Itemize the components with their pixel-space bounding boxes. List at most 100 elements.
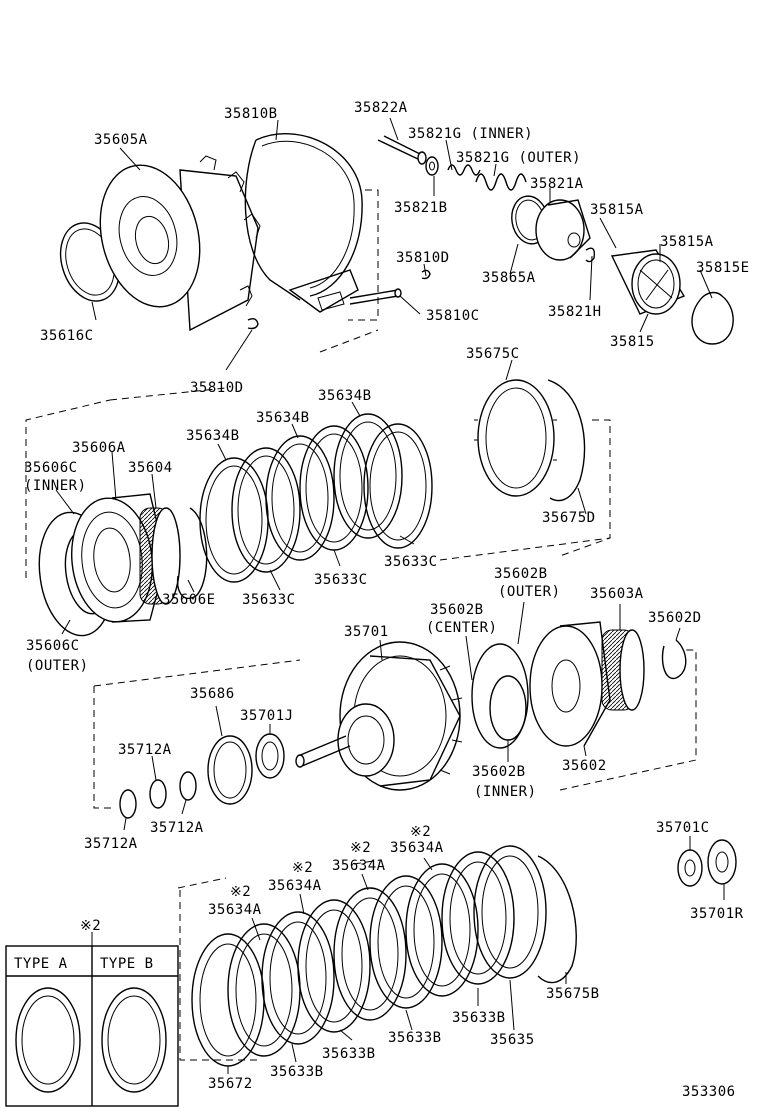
label-35712A-3: 35712A: [84, 836, 138, 852]
part-35701-shaft: [295, 735, 351, 768]
label-35603A: 35603A: [590, 586, 644, 602]
leader-lines-second: [55, 359, 587, 635]
label-35602B-inner: 35602B: [472, 764, 526, 780]
label-35810D-1: 35810D: [396, 250, 450, 266]
label-35634A-2: 35634A: [268, 878, 322, 894]
part-35712A-seal-ring-1: [179, 771, 197, 801]
group-outline-third: [93, 649, 697, 809]
part-35821G-springs: [447, 164, 527, 191]
label-35675D: 35675D: [542, 510, 596, 526]
part-35815-cover: [610, 249, 686, 315]
part-35675B-snap-ring: [537, 855, 577, 984]
part-35604-spring-retainer: [139, 507, 181, 605]
label-35701C: 35701C: [656, 820, 710, 836]
label-35865A: 35865A: [482, 270, 536, 286]
label-35821G-outer: 35821G (OUTER): [456, 150, 581, 166]
label-35815A-2: 35815A: [660, 234, 714, 250]
part-35602B-seals: [471, 643, 529, 749]
label-35675C: 35675C: [466, 346, 520, 362]
type-box: [5, 932, 179, 1107]
label-35602B-outer-sub: (OUTER): [498, 584, 561, 600]
part-35701J-bearing: [255, 733, 285, 779]
label-35633C-2: 35633C: [314, 572, 368, 588]
label-35633B-4: 35633B: [452, 1010, 506, 1026]
figure-id: 353306: [682, 1084, 736, 1100]
label-35634B-1: 35634B: [186, 428, 240, 444]
type-b-plate: [101, 987, 167, 1093]
label-35810B: 35810B: [224, 106, 278, 122]
part-35603A-spring-retainer: [601, 629, 645, 711]
label-35635: 35635: [490, 1032, 535, 1048]
part-35821A-piston: [535, 199, 591, 261]
part-35701R-race: [707, 839, 737, 885]
label-35634B-3: 35634B: [318, 388, 372, 404]
label-35821H: 35821H: [548, 304, 602, 320]
part-35712A-seal-ring-2: [149, 779, 167, 809]
part-35686-thrust-washer: [207, 735, 253, 805]
part-labels: 35605A 35810B 35822A 35821G (INNER) 3582…: [14, 100, 750, 1100]
leader-lines-third: [123, 601, 681, 831]
group-outline-top: [348, 189, 379, 321]
label-35606C-inner: 35606C: [24, 460, 78, 476]
part-35606E-snap-ring: [176, 507, 208, 599]
label-35701: 35701: [344, 624, 389, 640]
part-35810C-pin: [349, 288, 402, 305]
label-35605A: 35605A: [94, 132, 148, 148]
type-a-plate: [15, 987, 81, 1093]
label-35815A-1: 35815A: [590, 202, 644, 218]
label-35602B-inner-sub: (INNER): [474, 784, 537, 800]
label-35712A-1: 35712A: [118, 742, 172, 758]
label-35712A-2: 35712A: [150, 820, 204, 836]
label-35606C-inner-sub: (INNER): [24, 478, 87, 494]
group-outline-675: [559, 419, 611, 557]
label-note-4: ※2: [410, 824, 431, 840]
group-outline-top-to-second: [109, 329, 379, 401]
label-35602B-center-sub: (CENTER): [426, 620, 497, 636]
leader-lines-top: [91, 117, 713, 371]
label-35686: 35686: [190, 686, 235, 702]
label-35634A-1: 35634A: [208, 902, 262, 918]
label-35821A: 35821A: [530, 176, 584, 192]
label-35634A-3: 35634A: [332, 858, 386, 874]
group-outline-second: [25, 399, 611, 578]
label-35633C-1: 35633C: [242, 592, 296, 608]
leader-lines-701: [689, 836, 725, 900]
label-35606C-outer: 35606C: [26, 638, 80, 654]
label-35810C: 35810C: [426, 308, 480, 324]
part-35821H-clip: [585, 247, 596, 263]
label-35822A: 35822A: [354, 100, 408, 116]
label-35810D-2: 35810D: [190, 380, 244, 396]
label-35633C-3: 35633C: [384, 554, 438, 570]
label-35634B-2: 35634B: [256, 410, 310, 426]
label-35604: 35604: [128, 460, 173, 476]
label-35602B-outer: 35602B: [494, 566, 548, 582]
part-35815E-snap-ring: [691, 291, 734, 345]
clutch-plates-b: [191, 845, 547, 1067]
label-35633B-1: 35633B: [270, 1064, 324, 1080]
part-35701-clutch-drum: [337, 641, 463, 791]
label-note-1: ※2: [230, 884, 251, 900]
label-35815E: 35815E: [696, 260, 750, 276]
label-35821G-inner: 35821G (INNER): [408, 126, 533, 142]
part-35712A-seal-ring-3: [119, 789, 137, 819]
label-35606C-outer-sub: (OUTER): [26, 658, 89, 674]
part-35810D-clip-bottom: [247, 317, 259, 330]
label-35821B: 35821B: [394, 200, 448, 216]
label-35675B: 35675B: [546, 986, 600, 1002]
label-35672: 35672: [208, 1076, 253, 1092]
label-type-b: TYPE B: [100, 956, 154, 972]
label-35602B-center: 35602B: [430, 602, 484, 618]
part-35821B-washer: [425, 156, 439, 176]
label-35606E: 35606E: [162, 592, 216, 608]
label-35634A-4: 35634A: [390, 840, 444, 856]
part-35606A-piston: [70, 493, 167, 623]
clutch-plates-c: [199, 413, 433, 583]
label-35606A: 35606A: [72, 440, 126, 456]
group-outline-bottom: [177, 859, 381, 1061]
label-35701R: 35701R: [690, 906, 744, 922]
label-note-2: ※2: [292, 860, 313, 876]
part-35810B-brake-band: [244, 133, 363, 313]
label-35602: 35602: [562, 758, 607, 774]
